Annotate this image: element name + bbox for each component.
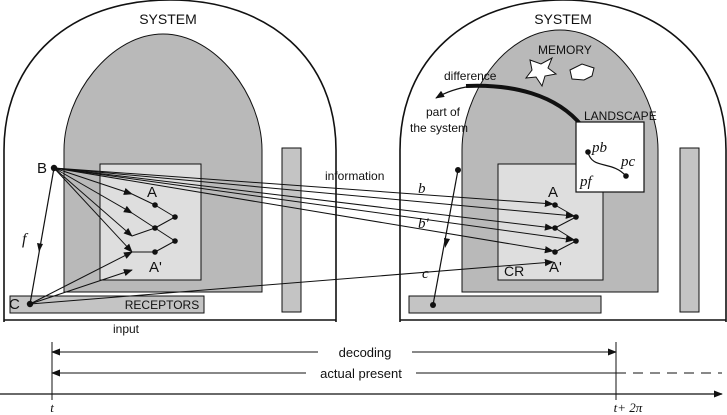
input-label: input (113, 322, 140, 336)
right-feedback-line (432, 169, 459, 306)
info-arrow-c (29, 259, 554, 305)
right-feedback-top (455, 167, 461, 173)
arrow-f-head (37, 243, 43, 252)
memory-label: MEMORY (538, 43, 592, 57)
left-network-dots (152, 202, 178, 255)
information-label: information (325, 169, 384, 183)
point-b-label: B (37, 160, 47, 177)
left-node-a-prime-label: A' (149, 259, 162, 276)
left-node-a-label: A (147, 184, 157, 201)
right-feedback-head (444, 238, 450, 248)
b-to-node2 (53, 167, 133, 214)
left-side-bar (281, 147, 302, 313)
actual-present-label: actual present (320, 366, 402, 381)
b-to-node3 (53, 167, 133, 237)
info-arrow-1 (53, 167, 554, 208)
memory-star-shape (524, 56, 558, 88)
difference-curve (465, 83, 584, 128)
label-c: c (422, 266, 429, 282)
arrow-f-label: f (22, 231, 29, 248)
decoding-label: decoding (339, 345, 392, 360)
landscape-box (575, 121, 645, 193)
info-arrow-3 (53, 167, 554, 231)
pf-label: pf (579, 174, 594, 190)
label-b: b (418, 181, 426, 197)
point-c-label: C (9, 296, 20, 313)
label-b-prime: b' (418, 216, 430, 232)
pb-label: pb (591, 140, 608, 156)
c-to-node4 (29, 269, 133, 305)
receptors-label: RECEPTORS (125, 298, 199, 312)
right-node-a-label: A (548, 184, 558, 201)
b-to-node1 (53, 167, 133, 195)
info-arrow-2 (53, 167, 575, 219)
t-label: t (50, 400, 54, 415)
arrow-f (29, 167, 55, 305)
cr-label: CR (504, 263, 524, 279)
t-plus-label: t+ 2π (614, 400, 643, 415)
info-arrow-5 (53, 167, 554, 254)
difference-arrow (435, 85, 473, 99)
left-system-title: SYSTEM (139, 11, 197, 27)
part-of-system-line1: part of (426, 105, 461, 119)
right-system-title: SYSTEM (534, 11, 592, 27)
pc-label: pc (620, 154, 636, 170)
right-feedback-bottom (430, 302, 436, 308)
info-arrow-4 (53, 167, 575, 243)
memory-blob-shape (569, 63, 595, 81)
right-bottom-bar (408, 295, 602, 314)
landscape-label: LANDSCAPE (584, 109, 657, 123)
right-node-a-prime-label: A' (549, 259, 562, 276)
difference-label: difference (444, 69, 497, 83)
left-node-network (131, 193, 176, 253)
landscape-curve (587, 151, 627, 177)
part-of-system-line2: the system (410, 121, 468, 135)
right-side-bar (679, 147, 700, 313)
c-to-node3 (29, 251, 133, 305)
receptors-bar (9, 295, 205, 314)
b-to-node4 (53, 167, 133, 253)
